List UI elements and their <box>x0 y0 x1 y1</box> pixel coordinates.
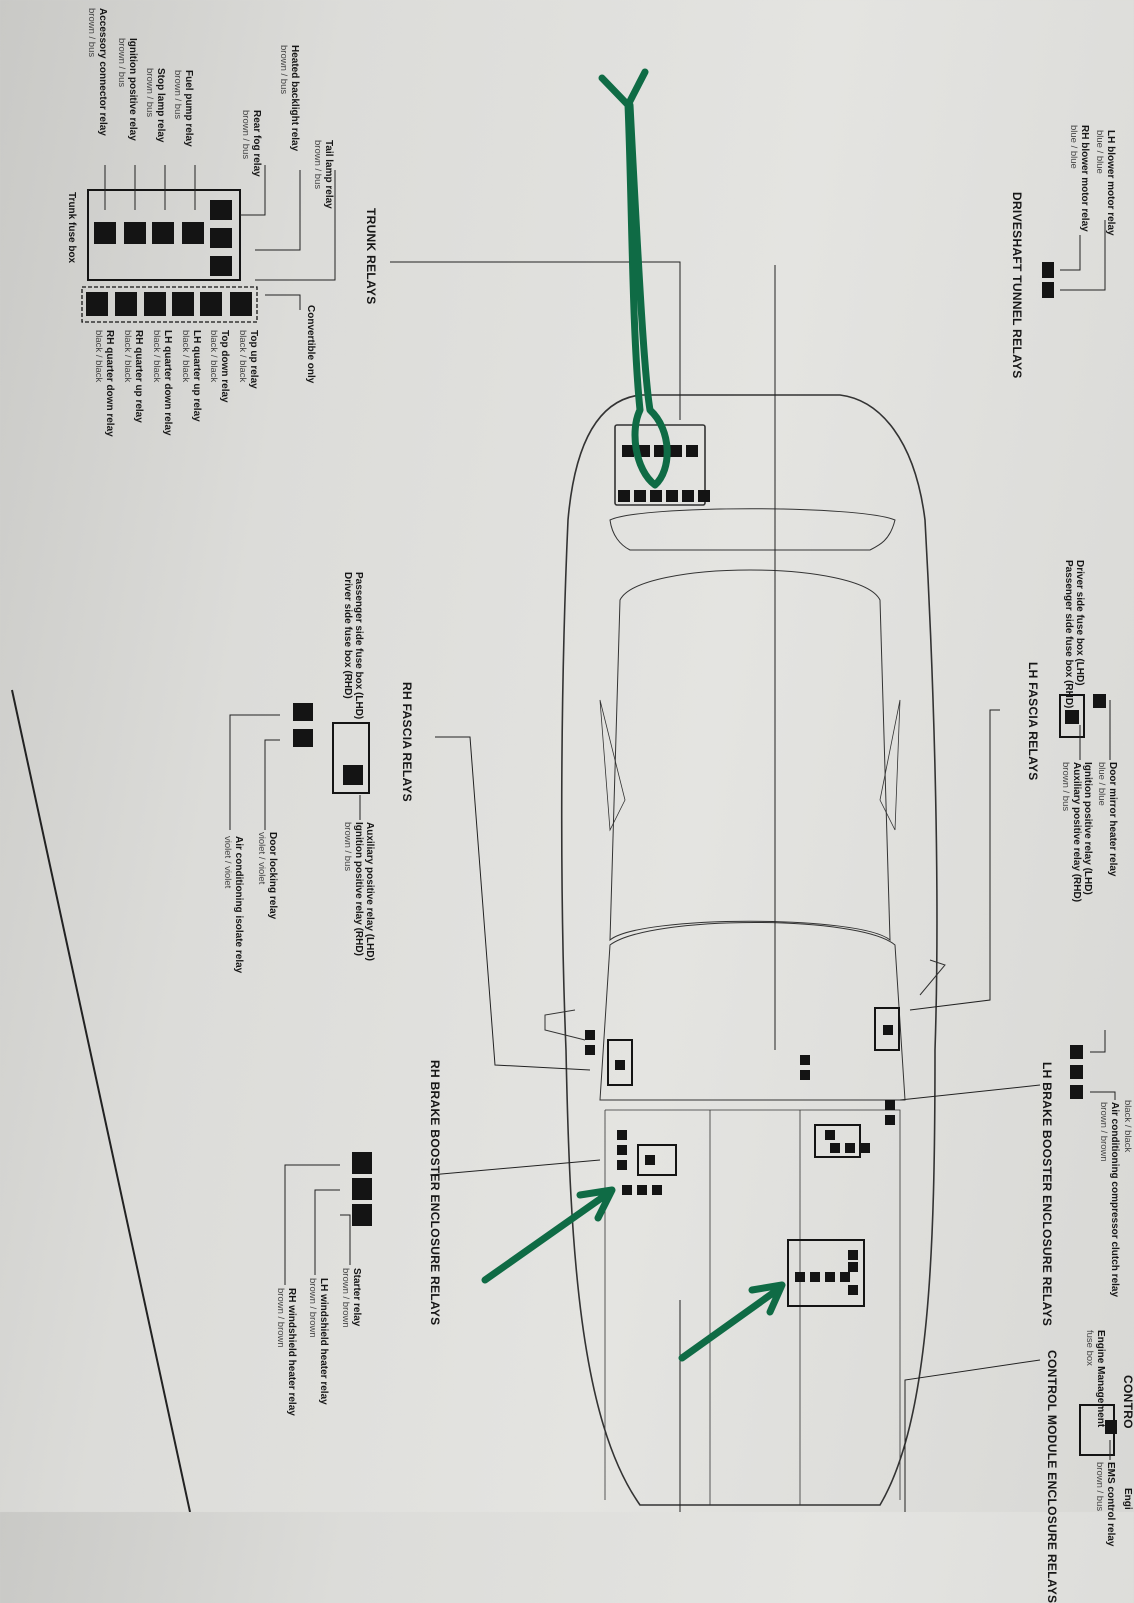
fuse-box-outlines <box>81 189 1115 1456</box>
header-lh-brake-booster: LH BRAKE BOOSTER ENCLOSURE RELAYS <box>1040 1062 1054 1327</box>
label-trunk-fuse-box: Trunk fuse box <box>66 192 77 264</box>
header-control-cut: CONTRO <box>1121 1375 1134 1429</box>
label-auxiliary-positive-relay: Auxiliary positive relay (LHD)Ignition p… <box>342 822 375 961</box>
label-convertible-only: Convertible only <box>305 305 316 384</box>
label-lh-ignition-positive-relay: Ignition positive relay (LHD)Auxiliary p… <box>1060 762 1093 903</box>
header-lh-fascia-relays: LH FASCIA RELAYS <box>1026 662 1040 781</box>
header-rh-brake-booster: RH BRAKE BOOSTER ENCLOSURE RELAYS <box>428 1060 442 1326</box>
label-lh-brake-cut-color: black / black <box>1122 1100 1133 1153</box>
header-rh-fascia-relays: RH FASCIA RELAYS <box>400 682 414 802</box>
header-control-module: CONTROL MODULE ENCLOSURE RELAYS <box>1045 1350 1059 1603</box>
car-outline <box>544 394 946 1506</box>
paper-edge <box>11 689 191 1512</box>
green-marker-annotations <box>481 68 786 1362</box>
header-driveshaft-tunnel-relays: DRIVESHAFT TUNNEL RELAYS <box>1010 192 1024 379</box>
header-trunk-relays: TRUNK RELAYS <box>364 208 378 305</box>
leader-lines <box>104 165 1116 1512</box>
label-ac-compressor-clutch-relay: Air conditioning compressor clutch relay… <box>1098 1102 1120 1298</box>
car-diagram <box>11 68 1117 1512</box>
label-engine-cut: Engi <box>1122 1488 1133 1510</box>
relay-blocks <box>86 200 1117 1434</box>
label-rh-fascia-fuse-box: Passenger side fuse box (LHD)Driver side… <box>342 572 364 720</box>
label-lh-fascia-fuse-box: Driver side fuse box (LHD)Passenger side… <box>1063 560 1085 709</box>
